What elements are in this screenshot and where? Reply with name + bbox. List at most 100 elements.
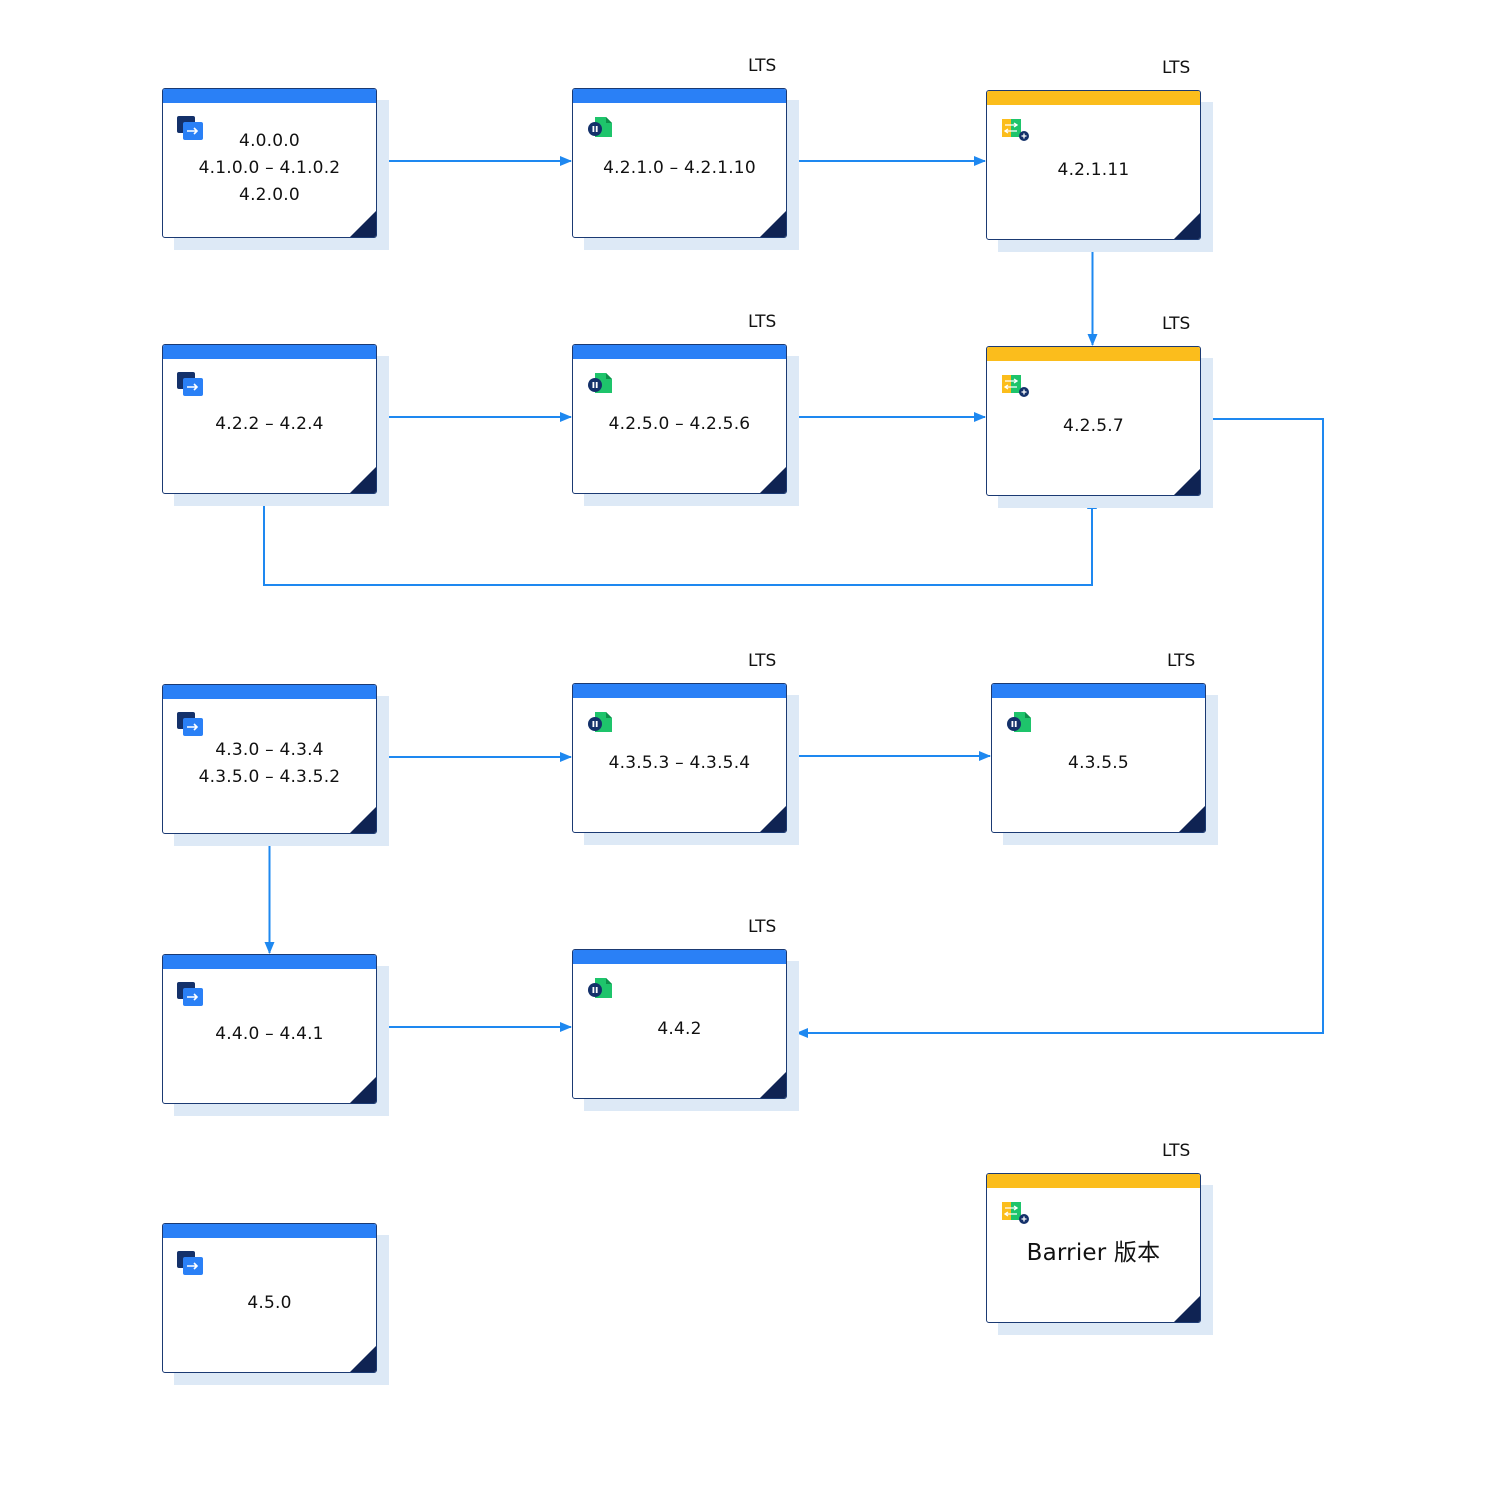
card-header-bar (163, 685, 376, 699)
version-range-text: 4.4.2 (573, 980, 786, 1078)
version-card: 4.2.2 – 4.2.4 (162, 344, 389, 506)
card-header-bar (987, 1174, 1200, 1188)
card-body: Barrier 版本 (986, 1173, 1201, 1323)
lts-label: LTS (1162, 1141, 1191, 1161)
green-doc-icon (586, 371, 616, 397)
card-body: 4.4.2 (572, 949, 787, 1099)
page-fold-corner (1173, 1295, 1200, 1322)
version-line: 4.3.5.3 – 4.3.5.4 (608, 752, 751, 773)
version-line: 4.0.0.0 (239, 130, 300, 151)
version-card: 4.0.0.0 4.1.0.0 – 4.1.0.2 4.2.0.0 (162, 88, 389, 250)
version-card: 4.2.1.0 – 4.2.1.10 (572, 88, 799, 250)
version-line: 4.4.2 (657, 1018, 702, 1039)
version-line: 4.4.0 – 4.4.1 (215, 1023, 324, 1044)
page-fold-corner (349, 210, 376, 237)
version-card: 4.2.5.0 – 4.2.5.6 (572, 344, 799, 506)
window-arrow-icon (176, 1250, 206, 1276)
green-doc-icon (1005, 710, 1035, 736)
window-arrow-icon (176, 981, 206, 1007)
version-range-text: 4.4.0 – 4.4.1 (163, 985, 376, 1083)
version-range-text: 4.3.0 – 4.3.4 4.3.5.0 – 4.3.5.2 (163, 715, 376, 813)
version-line: 4.3.5.0 – 4.3.5.2 (198, 767, 341, 787)
version-range-text: 4.2.5.0 – 4.2.5.6 (573, 375, 786, 473)
card-header-bar (992, 684, 1205, 698)
lts-label: LTS (1162, 58, 1191, 78)
version-card: 4.2.5.7 (986, 346, 1213, 508)
card-body: 4.3.5.3 – 4.3.5.4 (572, 683, 787, 833)
page-fold-corner (349, 466, 376, 493)
page-fold-corner (759, 805, 786, 832)
window-arrow-icon (176, 711, 206, 737)
card-body: 4.3.5.5 (991, 683, 1206, 833)
green-doc-icon (586, 976, 616, 1002)
page-fold-corner (759, 1071, 786, 1098)
window-arrow-icon (176, 115, 206, 141)
card-body: 4.0.0.0 4.1.0.0 – 4.1.0.2 4.2.0.0 (162, 88, 377, 238)
lts-label: LTS (748, 312, 777, 332)
yellow-transfer-icon (1000, 117, 1030, 143)
yellow-transfer-icon (1000, 373, 1030, 399)
card-header-bar (573, 89, 786, 103)
yellow-transfer-icon (1000, 1200, 1030, 1226)
version-range-text: 4.2.1.11 (987, 121, 1200, 219)
card-header-bar (573, 345, 786, 359)
version-line: 4.3.0 – 4.3.4 (215, 740, 324, 760)
version-line: 4.1.0.0 – 4.1.0.2 (198, 157, 341, 178)
card-body: 4.5.0 (162, 1223, 377, 1373)
page-fold-corner (349, 806, 376, 833)
card-body: 4.4.0 – 4.4.1 (162, 954, 377, 1104)
version-range-text: 4.3.5.3 – 4.3.5.4 (573, 714, 786, 812)
lts-label: LTS (748, 917, 777, 937)
page-fold-corner (759, 466, 786, 493)
page-fold-corner (349, 1076, 376, 1103)
version-range-text: 4.0.0.0 4.1.0.0 – 4.1.0.2 4.2.0.0 (163, 119, 376, 217)
card-header-bar (573, 950, 786, 964)
green-doc-icon (586, 115, 616, 141)
version-card: 4.3.0 – 4.3.4 4.3.5.0 – 4.3.5.2 (162, 684, 389, 846)
card-header-bar (163, 89, 376, 103)
version-range-text: 4.5.0 (163, 1254, 376, 1352)
version-line: Barrier 版本 (1026, 1239, 1161, 1266)
card-body: 4.2.1.11 (986, 90, 1201, 240)
card-body: 4.3.0 – 4.3.4 4.3.5.0 – 4.3.5.2 (162, 684, 377, 834)
card-header-bar (163, 955, 376, 969)
page-fold-corner (759, 210, 786, 237)
version-line: 4.2.1.11 (1057, 159, 1130, 180)
lts-label: LTS (1167, 651, 1196, 671)
lts-label: LTS (748, 56, 777, 76)
lts-label: LTS (748, 651, 777, 671)
page-fold-corner (1178, 805, 1205, 832)
version-card: 4.2.1.11 (986, 90, 1213, 252)
version-line: 4.2.0.0 (239, 184, 300, 205)
card-header-bar (163, 345, 376, 359)
version-line: 4.3.5.5 (1068, 752, 1129, 773)
version-card: 4.4.2 (572, 949, 799, 1111)
version-card: 4.3.5.5 (991, 683, 1218, 845)
version-card: Barrier 版本 (986, 1173, 1213, 1335)
lts-label: LTS (1162, 314, 1191, 334)
card-header-bar (163, 1224, 376, 1238)
window-arrow-icon (176, 371, 206, 397)
card-header-bar (987, 347, 1200, 361)
green-doc-icon (586, 710, 616, 736)
version-line: 4.2.2 – 4.2.4 (215, 413, 324, 434)
version-range-text: Barrier 版本 (987, 1204, 1200, 1302)
version-range-text: 4.2.2 – 4.2.4 (163, 375, 376, 473)
card-header-bar (987, 91, 1200, 105)
version-line: 4.5.0 (247, 1292, 292, 1313)
edge-n4-to-n6 (263, 494, 1097, 586)
version-card: 4.3.5.3 – 4.3.5.4 (572, 683, 799, 845)
page-fold-corner (1173, 468, 1200, 495)
card-body: 4.2.5.0 – 4.2.5.6 (572, 344, 787, 494)
version-line: 4.2.1.0 – 4.2.1.10 (603, 157, 756, 178)
edge-n6-to-n11 (796, 418, 1324, 1038)
card-body: 4.2.5.7 (986, 346, 1201, 496)
page-fold-corner (349, 1345, 376, 1372)
version-range-text: 4.3.5.5 (992, 714, 1205, 812)
card-body: 4.2.2 – 4.2.4 (162, 344, 377, 494)
version-card: 4.4.0 – 4.4.1 (162, 954, 389, 1116)
version-line: 4.2.5.0 – 4.2.5.6 (608, 413, 751, 434)
version-card: 4.5.0 (162, 1223, 389, 1385)
